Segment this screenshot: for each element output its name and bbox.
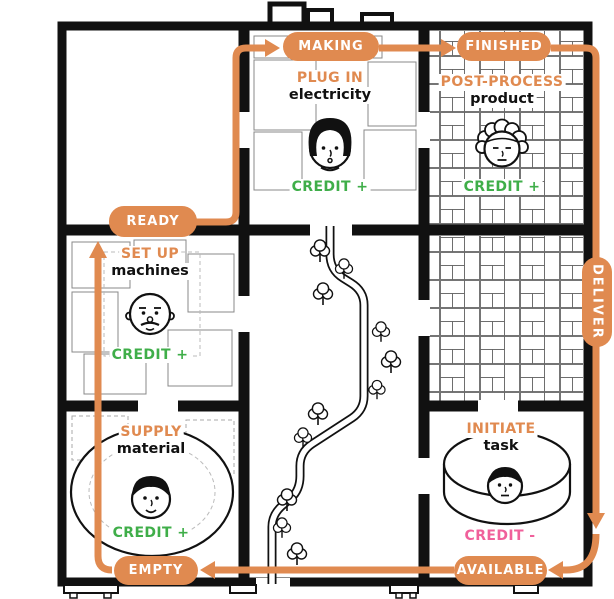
room-action-initiate: INITIATE — [464, 421, 538, 438]
room-action-supply: SUPPLY — [118, 424, 184, 441]
state-label-empty: EMPTY — [128, 563, 184, 578]
state-pill-making: MAKING — [283, 32, 379, 61]
room-object-post-process: product — [467, 90, 537, 108]
arrowhead-right-icon — [441, 39, 456, 57]
credit-label-post-process: CREDIT + — [461, 179, 543, 195]
room-object-set-up: machines — [108, 262, 192, 280]
credit-label-supply: CREDIT + — [110, 525, 192, 541]
room-label-supply: SUPPLY material — [113, 424, 189, 458]
supply-worker-face-icon — [130, 476, 172, 520]
arrowhead-right-icon — [265, 39, 280, 57]
arrow-deliver-to-available — [562, 533, 600, 574]
room-action-set-up: SET UP — [118, 246, 182, 263]
room-label-post-process: POST-PROCESS product — [438, 74, 566, 108]
arrowhead-left-icon — [548, 561, 563, 579]
arrow-empty-to-ready — [94, 255, 113, 574]
state-pill-empty: EMPTY — [114, 556, 198, 585]
plug-in-worker-face-icon — [308, 118, 352, 172]
state-label-making: MAKING — [298, 39, 364, 54]
arrowhead-up-icon — [89, 241, 107, 258]
set-up-worker-face-icon — [125, 292, 175, 336]
room-label-set-up: SET UP machines — [108, 246, 192, 280]
state-label-finished: FINISHED — [465, 39, 543, 54]
arrowhead-down-icon — [587, 513, 605, 529]
state-label-ready: READY — [126, 214, 180, 229]
state-label-available: AVAILABLE — [456, 563, 545, 578]
room-object-plug-in: electricity — [285, 86, 375, 104]
arrow-finished-to-deliver — [551, 44, 600, 514]
room-action-post-process: POST-PROCESS — [438, 74, 566, 91]
state-label-deliver: DELIVER — [589, 264, 605, 340]
exterior-bottom-fixtures — [63, 584, 539, 599]
credit-label-set-up: CREDIT + — [109, 347, 191, 363]
cycle-arrowheads — [89, 39, 605, 579]
state-pill-available: AVAILABLE — [454, 556, 547, 585]
room-object-supply: material — [113, 440, 189, 458]
arrowhead-left-icon — [200, 561, 215, 579]
initiate-worker-face-icon — [486, 467, 524, 505]
state-pill-ready: READY — [109, 206, 197, 237]
door-openings — [138, 112, 518, 587]
room-action-plug-in: PLUG IN — [294, 70, 366, 87]
credit-label-initiate: CREDIT - — [462, 528, 538, 544]
room-label-plug-in: PLUG IN electricity — [285, 70, 375, 104]
arrow-ready-to-making — [196, 44, 266, 226]
post-process-worker-face-icon — [475, 118, 529, 168]
state-pill-deliver: DELIVER — [582, 257, 612, 347]
room-object-initiate: task — [480, 437, 522, 455]
room-label-initiate: INITIATE task — [464, 421, 538, 455]
credit-label-plug-in: CREDIT + — [289, 179, 371, 195]
cycle-flow-arrows — [94, 44, 600, 574]
state-pill-finished: FINISHED — [457, 32, 551, 61]
